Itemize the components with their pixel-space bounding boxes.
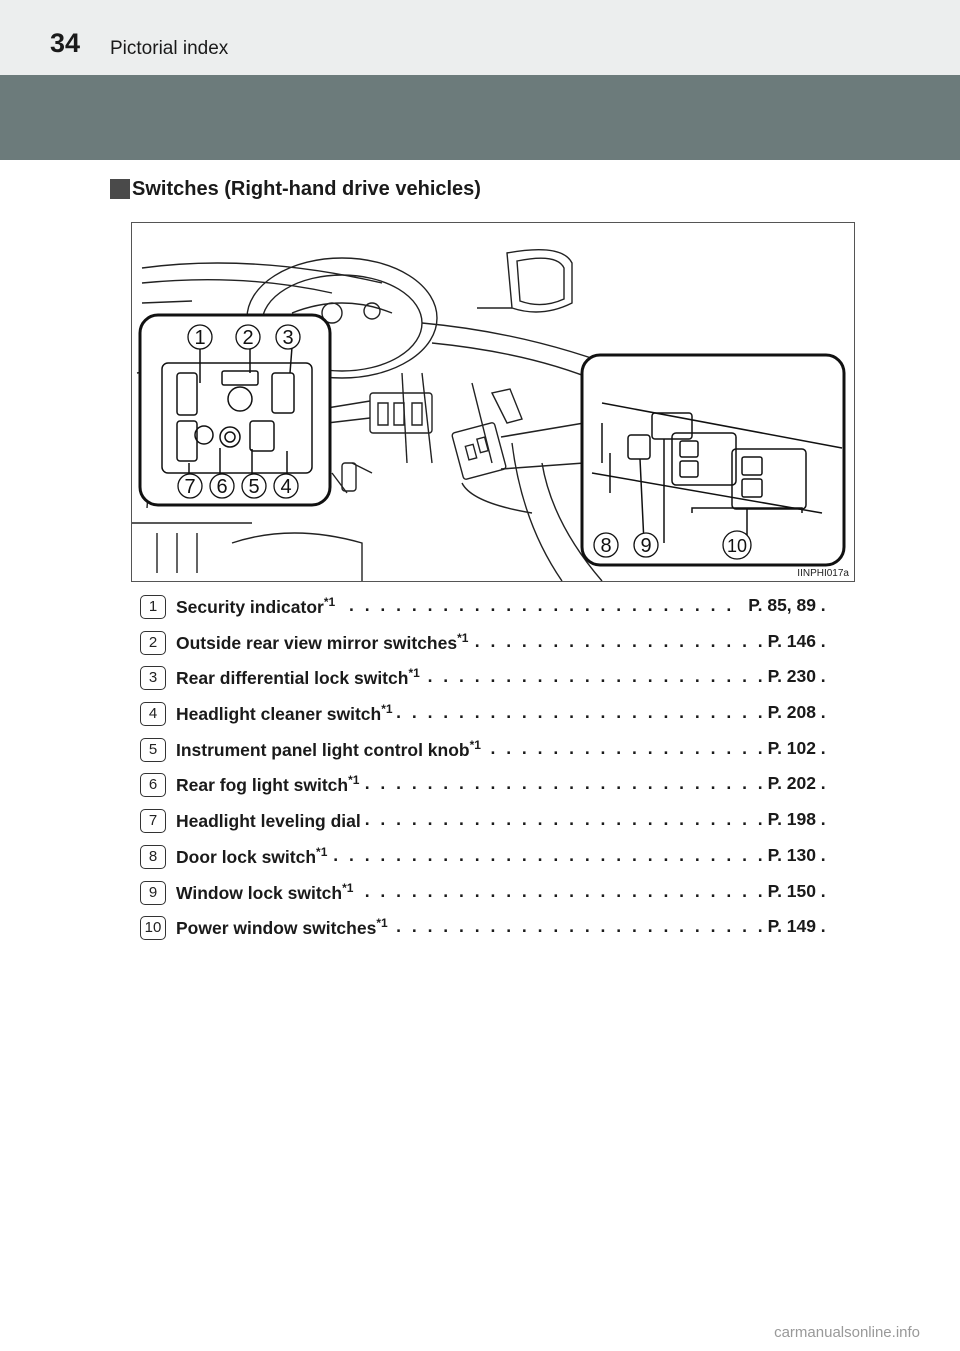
svg-text:10: 10	[727, 536, 747, 556]
page-header: 34 Pictorial index	[0, 0, 960, 75]
svg-text:1: 1	[194, 327, 205, 349]
section-bullet-icon	[110, 179, 130, 199]
page-reference[interactable]: P. 230	[761, 666, 816, 688]
item-label: Instrument panel light control knob*1	[176, 737, 481, 760]
list-item: 9. . . . . . . . . . . . . . . . . . . .…	[140, 876, 830, 913]
item-label: Rear differential lock switch*1	[176, 666, 420, 689]
item-number-badge: 3	[140, 666, 166, 691]
list-item: 1 . . . . . . . . . . . . . . . . . . . .…	[140, 591, 830, 627]
callout-10: 10	[722, 530, 752, 560]
footnote-marker: *1	[381, 702, 393, 717]
item-number-badge: 7	[140, 809, 166, 834]
item-number-badge: 2	[140, 630, 166, 655]
list-item: 4. . . . . . . . . . . . . . . . . . . .…	[140, 698, 830, 734]
list-item: 10. . . . . . . . . . . . . . . . . . . …	[140, 912, 830, 948]
list-item: 7. . . . . . . . . . . . . . . . . . . .…	[140, 805, 830, 841]
footnote-marker: *1	[323, 595, 336, 609]
callout-7: 7	[177, 473, 203, 499]
item-number-badge: 8	[140, 844, 166, 869]
item-number-badge: 4	[140, 702, 166, 727]
page-reference[interactable]: P. 149	[761, 916, 816, 938]
item-label: Headlight leveling dial	[176, 810, 361, 831]
item-number-badge: 1	[140, 595, 166, 619]
svg-text:2: 2	[242, 327, 253, 349]
dashboard-drawing: 1 2 3 4 5 6 7 8 9 10	[132, 248, 846, 581]
callout-9: 9	[633, 532, 659, 558]
footnote-marker: *1	[348, 773, 360, 788]
item-label: Rear fog light switch*1	[176, 773, 360, 796]
callout-8: 8	[593, 532, 619, 558]
footnote-marker: *1	[316, 844, 328, 859]
callout-6: 6	[209, 473, 235, 499]
footnote-marker: *1	[342, 880, 354, 895]
item-number-badge: 5	[140, 737, 166, 762]
item-number-badge: 9	[140, 880, 166, 905]
section-title: Switches (Right-hand drive vehicles)	[132, 178, 481, 200]
svg-text:3: 3	[282, 327, 293, 349]
item-label: Security indicator*1	[176, 595, 336, 617]
footnote-marker: *1	[469, 737, 481, 752]
item-label: Power window switches*1	[176, 916, 388, 939]
footer-watermark: carmanualsonline.info	[774, 1324, 920, 1341]
callout-4: 4	[273, 473, 299, 499]
switches-illustration: 1 2 3 4 5 6 7 8 9 10 IINPHI017a	[131, 222, 855, 582]
item-list: 1 . . . . . . . . . . . . . . . . . . . .…	[140, 591, 830, 948]
page-reference[interactable]: P. 150	[761, 880, 816, 902]
page-reference[interactable]: P. 130	[761, 844, 816, 866]
page-reference[interactable]: P. 102	[761, 737, 816, 759]
footnote-marker: *1	[408, 666, 420, 681]
header-band	[0, 75, 960, 160]
svg-text:8: 8	[600, 535, 611, 557]
page-reference[interactable]: P. 208	[761, 702, 816, 724]
list-item: 5. . . . . . . . . . . . . . . . . . . .…	[140, 733, 830, 770]
svg-text:9: 9	[640, 535, 651, 557]
page-reference[interactable]: P. 85, 89	[742, 595, 816, 616]
callout-5: 5	[241, 473, 267, 499]
list-item: 8 . . . . . . . . . . . . . . . . . . . .…	[140, 840, 830, 877]
page-reference[interactable]: P. 202	[761, 773, 816, 795]
item-label: Window lock switch*1	[176, 880, 354, 903]
svg-text:6: 6	[216, 476, 227, 498]
list-item: 2. . . . . . . . . . . . . . . . . . . .…	[140, 626, 830, 663]
callout-2: 2	[235, 324, 261, 350]
callout-3: 3	[275, 324, 301, 350]
svg-text:5: 5	[248, 476, 259, 498]
item-label: Headlight cleaner switch*1	[176, 702, 393, 724]
item-number-badge: 10	[140, 916, 166, 941]
footnote-marker: *1	[457, 630, 469, 645]
page-reference[interactable]: P. 198	[761, 809, 816, 831]
item-label: Door lock switch*1	[176, 844, 328, 867]
item-number-badge: 6	[140, 773, 166, 798]
list-item: 6. . . . . . . . . . . . . . . . . . . .…	[140, 769, 830, 805]
leader-dots: . . . . . . . . . . . . . . . . . . . . …	[176, 844, 830, 865]
footnote-marker: *1	[376, 916, 388, 931]
list-item: 3. . . . . . . . . . . . . . . . . . . .…	[140, 662, 830, 698]
svg-text:4: 4	[280, 476, 291, 498]
header-title: Pictorial index	[110, 38, 229, 59]
figure-code: IINPHI017a	[797, 568, 849, 579]
page-number: 34	[50, 28, 81, 58]
callout-1: 1	[187, 324, 213, 350]
svg-text:7: 7	[184, 476, 195, 498]
leader-dots: . . . . . . . . . . . . . . . . . . . . …	[176, 595, 830, 615]
page-reference[interactable]: P. 146	[761, 630, 816, 652]
item-label: Outside rear view mirror switches*1	[176, 630, 469, 653]
